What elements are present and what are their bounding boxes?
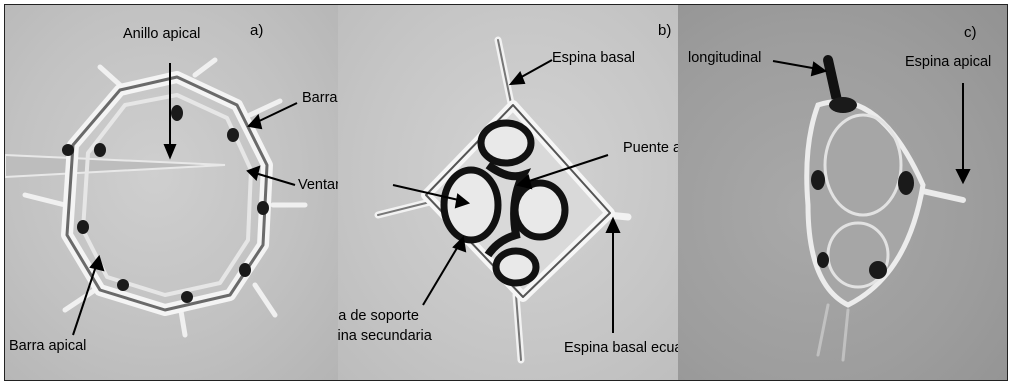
label-espina-soporte-line2: o espina secundaria <box>338 329 432 345</box>
ring-skeleton-image <box>5 5 338 380</box>
panel-b: b) Espina basal Puente apical Espina de … <box>338 5 678 380</box>
panel-c: c) longitudinal Espina apical <box>678 5 1008 380</box>
panel-a: a) Anillo apical Barra basal Ventana Bar… <box>5 5 338 380</box>
panel-letter-c: c) <box>964 25 977 42</box>
micrograph-figure: a) Anillo apical Barra basal Ventana Bar… <box>4 4 1008 381</box>
panel-letter-a: a) <box>250 23 263 40</box>
label-espina-soporte-line1: Espina de soporte <box>338 309 419 325</box>
label-anillo-apical: Anillo apical <box>123 27 200 43</box>
label-espina-basal: Espina basal <box>552 51 635 67</box>
label-longitudinal: longitudinal <box>688 51 761 67</box>
label-barra-basal: Barra basal <box>302 91 338 107</box>
label-espina-basal-ecuatorial: Espina basal ecuatorial <box>564 341 678 357</box>
panel-letter-b: b) <box>658 23 671 40</box>
label-ventana: Ventana <box>298 178 338 194</box>
label-barra-apical: Barra apical <box>9 339 86 355</box>
label-puente-apical: Puente apical <box>623 141 678 157</box>
label-espina-apical: Espina apical <box>905 55 991 71</box>
